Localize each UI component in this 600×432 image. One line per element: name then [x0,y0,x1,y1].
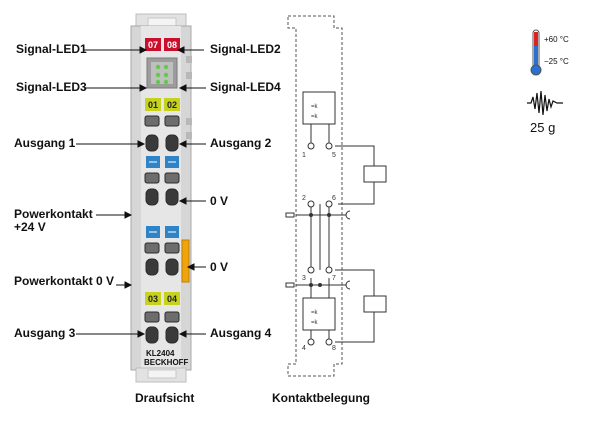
label-signal-led3: Signal-LED3 [16,80,87,94]
model-text: KL2404 [146,349,175,358]
label-ausgang4: Ausgang 4 [210,326,272,340]
terminal-row-1 [144,115,180,152]
led-tag-07 [145,38,161,51]
label-powerkontakt-24v: Powerkontakt [14,207,93,221]
brand-text: BECKHOFF [144,358,189,367]
caption-kontaktbelegung: Kontaktbelegung [272,391,370,405]
led-tag-08-text: 08 [167,40,177,50]
label-ausgang3: Ausgang 3 [14,326,76,340]
channel-tag-04 [164,292,180,305]
label-powerkontakt-24v-value: +24 V [14,220,46,234]
temp-high: +60 °C [544,35,569,44]
power-contact-orange [181,239,190,283]
thermometer-icon [530,29,542,76]
terminal-num-8: 8 [332,345,336,352]
label-powerkontakt-0v: Powerkontakt 0 V [14,274,115,288]
terminal-num-7: 7 [332,275,336,282]
svg-text:=k: =k [311,310,319,316]
led-4 [163,72,169,78]
vibration-icon [527,90,563,116]
led-tag-08 [164,38,180,51]
svg-text:=k: =k [311,320,319,326]
label-ausgang2: Ausgang 2 [210,136,272,150]
terminal-row-4 [144,311,180,344]
channel-tag-03 [145,292,161,305]
led-2 [163,64,169,70]
channel-tag-01 [145,98,161,111]
label-signal-led4: Signal-LED4 [210,80,281,94]
channel-tag-03-text: 03 [148,294,158,304]
temp-low: −25 °C [544,57,569,66]
terminal-num-3: 3 [302,275,306,282]
terminal-num-6: 6 [332,195,336,202]
label-zero-v-top: 0 V [210,194,229,208]
svg-text:=k: =k [311,114,319,120]
channel-tag-02 [164,98,180,111]
weight: 25 g [530,120,555,135]
channel-tag-01-text: 01 [148,100,158,110]
led-3 [155,72,161,78]
terminal-row-3 [144,242,180,276]
leader-lines [76,46,206,338]
channel-tag-02-text: 02 [167,100,177,110]
svg-text:=k: =k [311,104,319,110]
label-zero-v-mid: 0 V [210,260,229,274]
led-1 [155,64,161,70]
led-tag-07-text: 07 [148,40,158,50]
contact-diagram [285,15,387,377]
label-signal-led1: Signal-LED1 [16,42,87,56]
label-ausgang1: Ausgang 1 [14,136,76,150]
terminal-row-2 [144,172,180,206]
caption-draufsicht: Draufsicht [135,391,195,405]
terminal-num-4: 4 [302,345,306,352]
label-signal-led2: Signal-LED2 [210,42,281,56]
terminal-num-5: 5 [332,152,336,159]
terminal-num-1: 1 [302,152,306,159]
terminal-num-2: 2 [302,195,306,202]
channel-tag-04-text: 04 [167,294,177,304]
